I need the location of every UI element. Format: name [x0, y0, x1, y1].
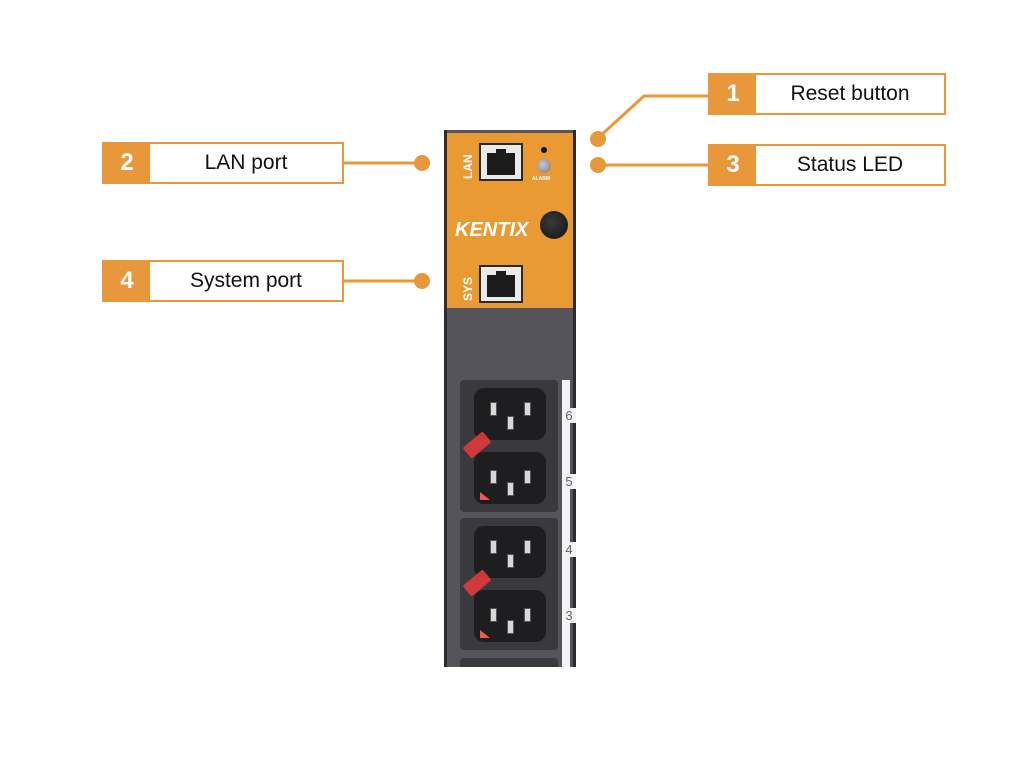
- device-edge-right: [573, 130, 576, 667]
- outlet-number-strip: [562, 380, 570, 667]
- system-port-label: SYS: [461, 276, 475, 301]
- callout-label: System port: [189, 269, 303, 292]
- callout-system-port: 4 System port: [102, 260, 344, 302]
- reset-button: [541, 147, 547, 153]
- lan-port-label: LAN: [461, 154, 475, 179]
- status-led: [537, 159, 551, 173]
- outlet-number: 5: [562, 474, 576, 489]
- callout-label: Reset button: [790, 82, 910, 105]
- leader-line-reset: [596, 94, 710, 140]
- outlet-number: 3: [562, 608, 576, 623]
- leader-dot-reset: [590, 131, 606, 147]
- outlet-socket-6: [474, 388, 546, 440]
- outlet-number: 6: [562, 408, 576, 423]
- alarm-label: ALARM: [532, 176, 551, 182]
- callout-label: LAN port: [204, 151, 288, 174]
- brand-logo: KENTIX: [455, 219, 529, 241]
- outlet-socket-3: [474, 590, 546, 642]
- leader-dot-lan-port: [414, 155, 430, 171]
- callout-reset-button: 1 Reset button: [708, 73, 946, 115]
- callout-number: 2: [104, 144, 150, 182]
- callout-number: 3: [710, 146, 756, 184]
- callout-status-led: 3 Status LED: [708, 144, 946, 186]
- outlet-group-next: [460, 658, 558, 667]
- control-panel: LAN ALARM KENTIX SYS: [447, 133, 573, 308]
- callout-number: 4: [104, 262, 150, 300]
- system-port: [479, 265, 523, 303]
- outlet-group-6-5: [460, 380, 558, 512]
- leader-dot-status-led: [590, 157, 606, 173]
- callout-number: 1: [710, 75, 756, 113]
- lan-port: [479, 143, 523, 181]
- outlet-number: 4: [562, 542, 576, 557]
- outlet-socket-4: [474, 526, 546, 578]
- outlet-group-4-3: [460, 518, 558, 650]
- callout-lan-port: 2 LAN port: [102, 142, 344, 184]
- pdu-device: LAN ALARM KENTIX SYS 6 5 4 3: [444, 130, 576, 667]
- device-edge-left: [444, 130, 447, 667]
- callout-label: Status LED: [796, 153, 904, 176]
- outlet-socket-5: [474, 452, 546, 504]
- knob-icon: [540, 211, 568, 239]
- leader-dot-system-port: [414, 273, 430, 289]
